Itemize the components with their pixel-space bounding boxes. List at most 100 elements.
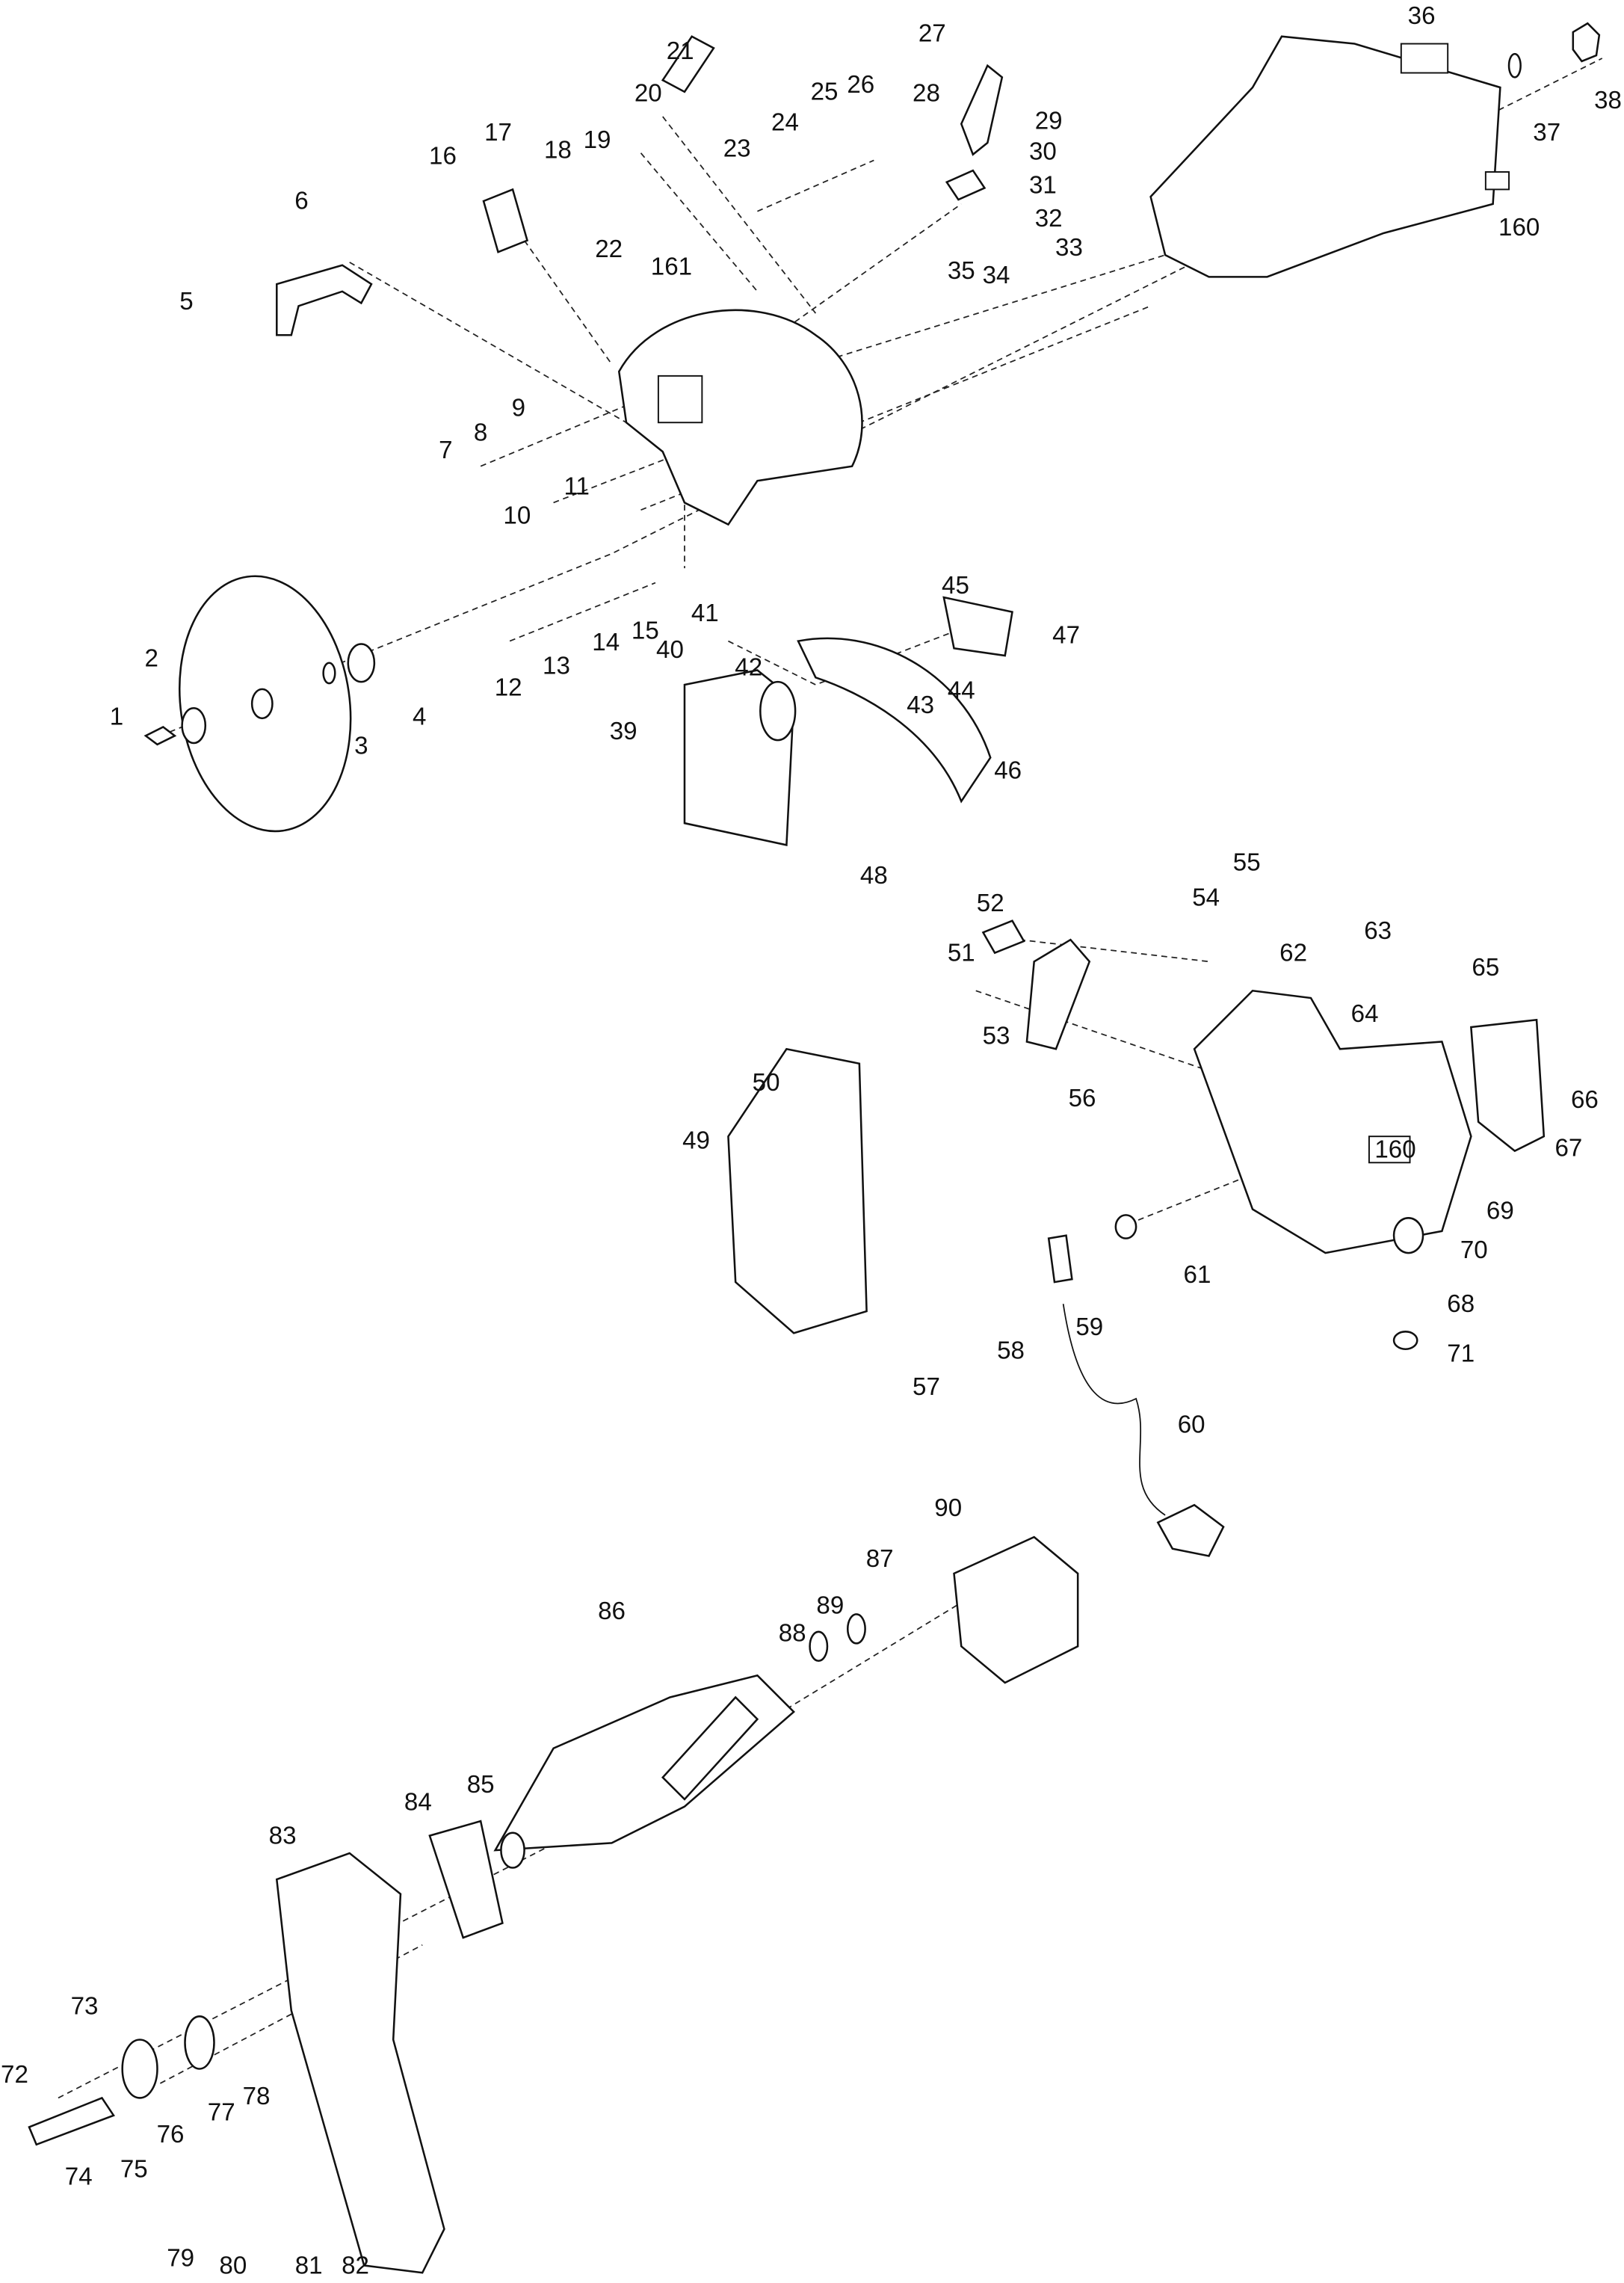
callout-62: 62 [1279,939,1307,967]
callout-28: 28 [913,79,940,107]
callout-23: 23 [723,135,751,163]
cover [1470,1018,1546,1153]
callout-87: 87 [866,1545,894,1573]
callout-73: 73 [71,1992,99,2020]
callout-85: 85 [467,1771,495,1799]
callout-56: 56 [1069,1085,1096,1112]
lever [661,35,715,93]
callout-86: 86 [598,1598,626,1625]
callout-12: 12 [495,674,522,702]
callout-7: 7 [439,437,452,464]
callout-41: 41 [691,600,719,627]
guard-cover [942,596,1013,657]
bracket [276,264,373,336]
cord-guard [1047,1234,1073,1284]
callout-39: 39 [610,718,637,745]
callout-78: 78 [243,2083,271,2110]
callout-25: 25 [811,78,839,106]
callout-82: 82 [342,2252,369,2279]
callout-80: 80 [219,2252,247,2279]
baffle [428,1820,504,1939]
callout-17: 17 [484,119,512,147]
callout-13: 13 [543,652,570,680]
callout-32: 32 [1035,205,1063,232]
switch-housing [1193,989,1472,1254]
callout-70: 70 [1460,1236,1488,1264]
callout-67: 67 [1555,1134,1583,1162]
callout-5: 5 [179,288,193,315]
callout-9: 9 [512,394,525,422]
blade-bolt [143,726,177,746]
callout-21: 21 [667,37,694,65]
callout-37: 37 [1533,119,1560,147]
callout-72: 72 [1,2061,28,2089]
callout-27: 27 [918,20,946,48]
callout-1: 1 [110,703,123,731]
callout-40: 40 [656,636,684,664]
spindle [28,2096,115,2146]
handle-lever [960,64,1004,156]
label-160 [1484,171,1510,191]
callout-10: 10 [503,502,531,530]
callout-55: 55 [1233,848,1261,876]
cam [1025,938,1091,1050]
callout-49: 49 [682,1127,710,1155]
label-161 [657,375,703,424]
callout-33: 33 [1055,234,1083,262]
callout-68: 68 [1447,1290,1475,1318]
callout-161: 161 [651,253,692,280]
callout-22: 22 [595,235,623,263]
callout-160: 160 [1498,214,1540,241]
callout-59: 59 [1075,1313,1103,1341]
callout-58: 58 [997,1337,1025,1364]
callout-15: 15 [632,617,659,645]
callout-64: 64 [1351,1000,1379,1028]
callout-65: 65 [1472,954,1499,982]
side-plate [727,1047,868,1334]
callout-46: 46 [994,757,1022,785]
motor-housing-arm [1149,35,1501,278]
callout-160: 160 [1374,1136,1415,1163]
callout-74: 74 [65,2163,93,2190]
callout-83: 83 [269,1822,297,1849]
callout-76: 76 [157,2121,185,2148]
callout-44: 44 [948,677,975,705]
callout-43: 43 [907,691,934,719]
callout-35: 35 [948,257,975,285]
motor-housing [275,1852,445,2274]
callout-26: 26 [847,71,874,99]
callout-19: 19 [584,126,611,154]
callout-47: 47 [1052,621,1080,649]
callout-18: 18 [544,136,572,164]
lower-guard [797,637,992,804]
plug [1156,1503,1225,1557]
callout-69: 69 [1486,1197,1514,1224]
callout-90: 90 [934,1494,962,1522]
sleeve [482,188,529,253]
callout-89: 89 [816,1592,844,1619]
callout-24: 24 [771,108,799,136]
callout-14: 14 [592,629,620,656]
power-cord [1062,1304,1166,1516]
callout-3: 3 [354,733,368,760]
callout-88: 88 [779,1619,806,1647]
callout-11: 11 [564,473,590,501]
callout-77: 77 [208,2099,235,2127]
parts [28,22,1601,2274]
label-36 [1400,43,1449,74]
armature [493,1674,795,1852]
callout-52: 52 [977,890,1004,917]
callout-38: 38 [1594,87,1622,114]
callout-66: 66 [1571,1086,1599,1114]
callout-75: 75 [120,2156,148,2184]
callout-50: 50 [753,1069,780,1097]
callout-20: 20 [635,79,662,107]
callout-84: 84 [404,1789,432,1817]
callout-81: 81 [295,2252,323,2279]
field-stator [953,1535,1079,1684]
callout-61: 61 [1184,1261,1211,1289]
callout-31: 31 [1029,171,1057,199]
callout-34: 34 [983,262,1010,289]
